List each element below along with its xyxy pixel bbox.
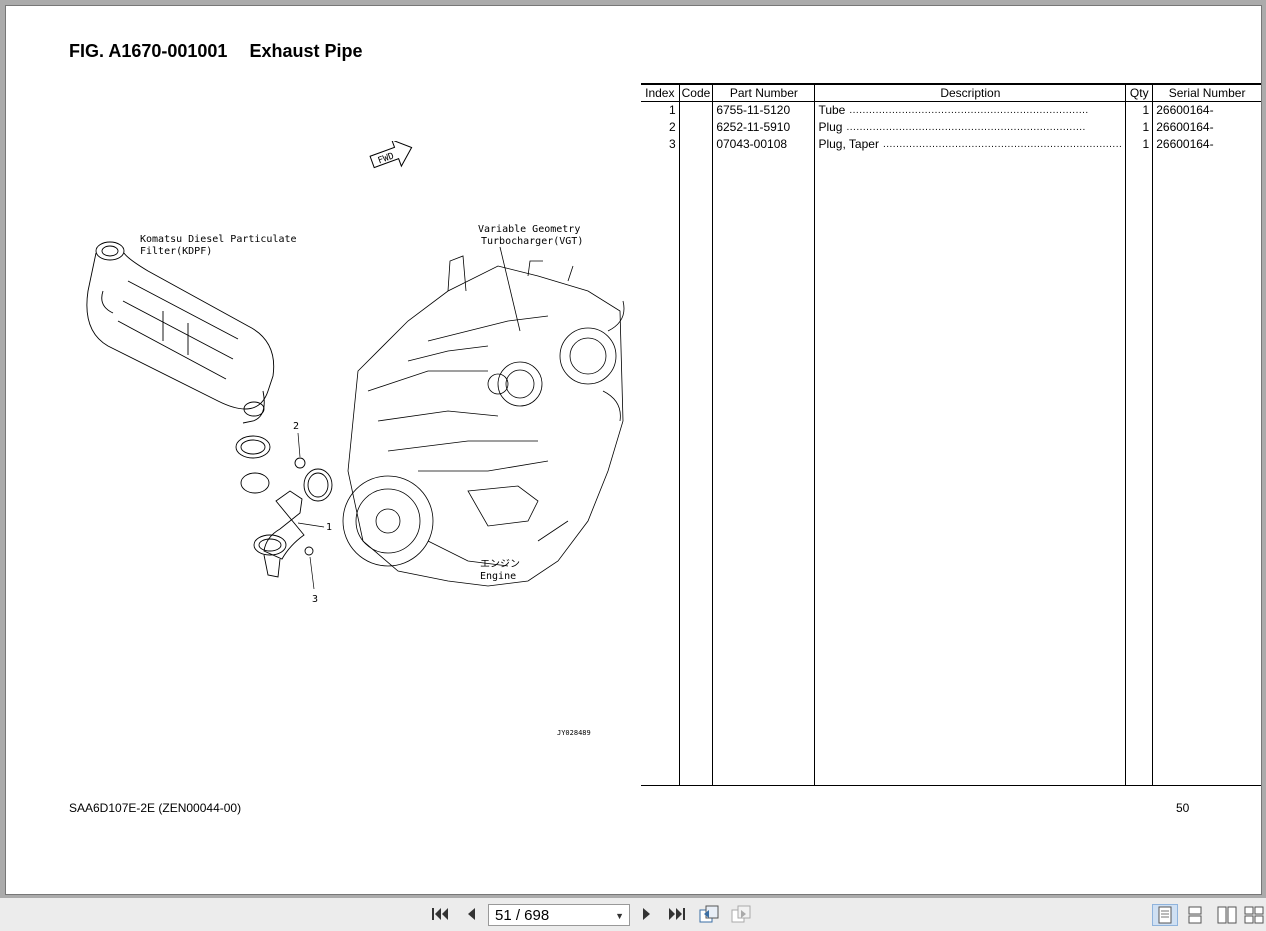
fwd-label: FWD [377,151,396,166]
header-part-number: Part Number [712,83,815,102]
cell-part-number: 6755-11-5120 [712,101,815,119]
figure-title: FIG. A1670-001001 Exhaust Pipe [69,41,362,62]
document-page: FIG. A1670-001001 Exhaust Pipe FWD Komats… [5,5,1262,895]
table-row: 2 6252-11-5910 Plug.....................… [641,119,1261,136]
fwd-arrow-icon: FWD [369,141,413,169]
cell-description: Plug....................................… [814,119,1126,136]
table-empty-space [641,153,1261,786]
cell-code [678,119,713,136]
exhaust-parts-drawing [235,435,333,578]
callout-1: 1 [326,522,332,533]
cell-part-number: 07043-00108 [712,136,815,153]
vgt-label-line2: Turbocharger(VGT) [481,236,583,247]
cell-code [678,136,713,153]
figure-name: Exhaust Pipe [249,41,363,61]
table-row: 1 6755-11-5120 Tube.....................… [641,101,1261,119]
cell-part-number: 6252-11-5910 [712,119,815,136]
header-description: Description [814,83,1126,102]
chevron-down-icon[interactable]: ▼ [615,911,624,921]
exploded-view-drawing: FWD Komatsu Diesel Particulate Filter(KD… [86,141,625,737]
table-header-row: Index Code Part Number Description Qty S… [641,83,1261,102]
description-text: Tube [818,103,846,117]
next-page-icon[interactable] [635,903,659,925]
header-serial-number: Serial Number [1152,83,1261,102]
engine-label-en: Engine [480,571,516,582]
cell-index: 3 [668,137,676,151]
footer-model: SAA6D107E-2E (ZEN00044-00) [69,801,242,815]
continuous-facing-view-icon[interactable] [1243,904,1265,926]
cell-description: Plug, Taper.............................… [814,136,1126,153]
engine-label-jp: エンジン [480,559,520,570]
cell-description: Tube....................................… [814,101,1126,119]
description-text: Plug [818,120,843,134]
cell-qty: 1 [1125,101,1153,119]
continuous-view-icon[interactable] [1182,904,1208,926]
vgt-label-line1: Variable Geometry [478,224,580,235]
kdpf-label-line1: Komatsu Diesel Particulate [140,234,297,245]
go-back-view-icon[interactable] [697,903,721,925]
kdpf-label-line2: Filter(KDPF) [140,246,212,257]
table-row: 3 07043-00108 Plug, Taper...............… [641,136,1261,153]
drawing-id: JY028489 [557,729,591,737]
kdpf-filter-drawing [86,241,275,424]
page-indicator: 51 / 698 [495,907,550,924]
figure-code: FIG. A1670-001001 [69,41,228,61]
first-page-icon[interactable] [428,903,452,925]
callout-2: 2 [293,421,299,432]
viewer-toolbar [0,898,1266,931]
cell-qty: 1 [1125,136,1153,153]
header-index: Index [641,83,680,102]
cell-index: 2 [668,120,676,134]
facing-view-icon[interactable] [1214,904,1240,926]
cell-serial-number: 26600164- [1152,101,1261,119]
page-number-select[interactable]: 51 / 698 ▼ [488,904,630,926]
footer-page-number: 50 [1176,801,1190,815]
cell-index: 1 [668,103,676,117]
header-code: Code [678,83,713,102]
header-qty: Qty [1125,83,1153,102]
cell-serial-number: 26600164- [1152,136,1261,153]
cell-serial-number: 26600164- [1152,119,1261,136]
previous-page-icon[interactable] [459,903,483,925]
description-text: Plug, Taper [818,137,879,151]
cell-qty: 1 [1125,119,1153,136]
parts-list-table: Index Code Part Number Description Qty S… [641,83,1261,786]
single-page-view-icon[interactable] [1152,904,1178,926]
engine-drawing [342,255,625,587]
go-forward-view-icon[interactable] [729,903,753,925]
cell-code [678,101,713,119]
callout-3: 3 [312,594,318,605]
last-page-icon[interactable] [665,903,689,925]
